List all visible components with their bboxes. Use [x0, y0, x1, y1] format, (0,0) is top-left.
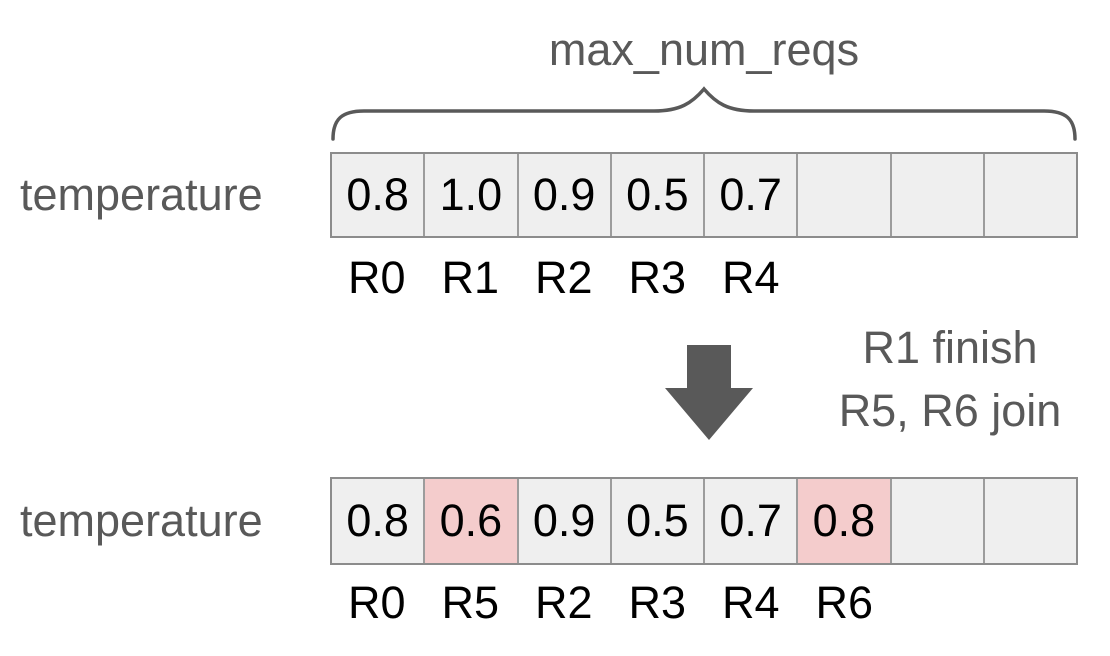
array-cell-empty	[984, 154, 1076, 236]
array-cell: 0.7	[705, 154, 799, 236]
temperature-array-bottom: 0.8 0.6 0.9 0.5 0.7 0.8	[330, 477, 1078, 565]
request-label	[891, 577, 985, 629]
request-labels-bottom: R0 R5 R2 R3 R4 R6	[330, 577, 1078, 629]
array-cell-highlighted: 0.6	[425, 479, 519, 563]
array-cell-empty	[984, 479, 1076, 563]
temperature-array-top: 0.8 1.0 0.9 0.5 0.7	[330, 152, 1078, 238]
array-cell: 0.8	[332, 479, 426, 563]
request-label: R0	[347, 252, 406, 303]
curly-brace-icon	[331, 86, 1077, 141]
temperature-label-top: temperature	[20, 169, 263, 220]
request-label: R0	[347, 577, 406, 628]
request-label: R1	[441, 252, 500, 303]
request-label	[985, 252, 1079, 304]
array-cell-empty	[798, 154, 892, 236]
array-cell: 0.5	[611, 154, 705, 236]
transition-line-2: R5, R6 join	[838, 385, 1062, 436]
temperature-label-bottom: temperature	[20, 495, 263, 546]
array-cell-highlighted: 0.8	[798, 479, 892, 563]
request-label	[798, 252, 892, 304]
request-label: R3	[628, 252, 687, 303]
request-labels-top: R0 R1 R2 R3 R4	[330, 252, 1078, 304]
request-label: R2	[534, 577, 593, 628]
request-label	[985, 577, 1079, 629]
array-cell-empty	[891, 154, 985, 236]
request-label: R6	[815, 577, 874, 628]
array-cell-empty	[891, 479, 985, 563]
array-cell: 0.9	[518, 479, 612, 563]
arrow-down-icon	[665, 345, 753, 440]
array-cell: 0.8	[332, 154, 426, 236]
max-num-reqs-label: max_num_reqs	[548, 24, 860, 75]
array-cell: 0.7	[705, 479, 799, 563]
transition-line-1: R1 finish	[862, 322, 1038, 373]
request-label	[891, 252, 985, 304]
transition-note: R1 finish R5, R6 join	[800, 316, 1100, 442]
array-cell: 0.9	[518, 154, 612, 236]
request-label: R5	[441, 577, 500, 628]
array-cell: 1.0	[425, 154, 519, 236]
request-label: R4	[721, 252, 780, 303]
request-label: R3	[628, 577, 687, 628]
request-label: R2	[534, 252, 593, 303]
array-cell: 0.5	[611, 479, 705, 563]
request-label: R4	[721, 577, 780, 628]
